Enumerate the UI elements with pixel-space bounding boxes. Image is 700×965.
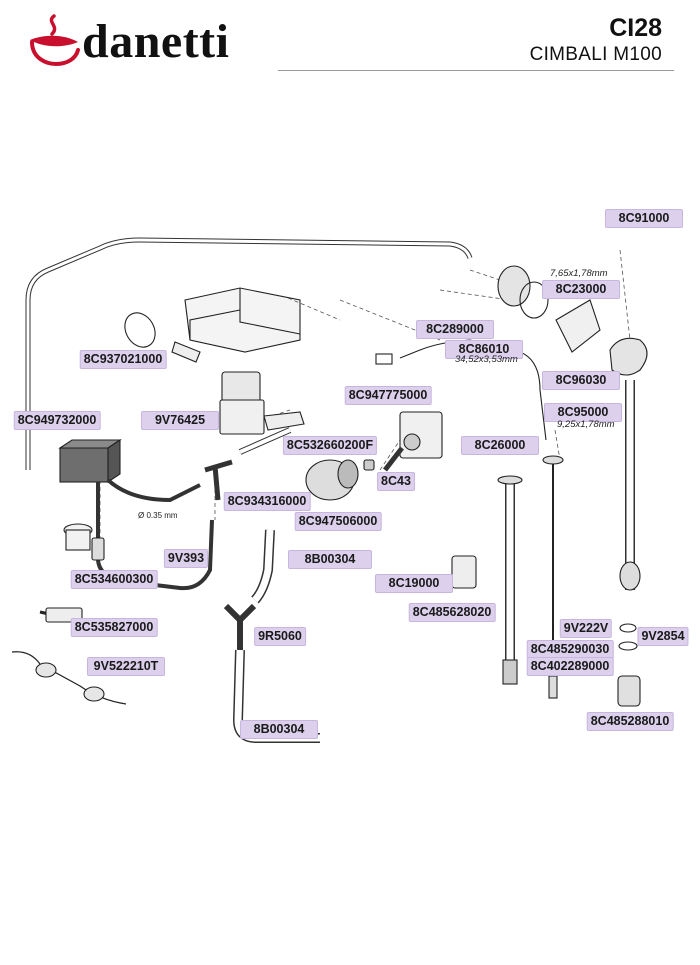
wand-joint	[609, 337, 648, 376]
oring-size-note: 34,52x3,53mm	[455, 354, 518, 365]
part-label: 8C947506000	[294, 512, 382, 531]
oring-size-note: 9,25x1,78mm	[557, 419, 615, 430]
nozzle-size-note: Ø 0.35 mm	[138, 511, 178, 520]
solenoid-coil	[221, 371, 261, 403]
part-label: 9V222V	[559, 619, 613, 638]
part-label: 8C485288010	[586, 712, 674, 731]
steam-tip	[617, 675, 641, 707]
header-divider	[278, 70, 674, 71]
part-label: 8C534600300	[70, 570, 158, 589]
part-label: 8C947775000	[344, 386, 432, 405]
boiler-flange	[497, 265, 531, 307]
inlet-fitting	[171, 341, 201, 363]
part-label: 8C532660200F	[282, 436, 378, 455]
flange-oring	[519, 281, 549, 319]
part-label: 8C23000	[542, 280, 620, 299]
part-label: 8C96030	[542, 371, 620, 390]
part-label: 8C949732000	[13, 411, 101, 430]
solenoid-body	[219, 399, 265, 435]
machine-model: CIMBALI M100	[529, 44, 662, 65]
part-label: 9R5060	[254, 627, 306, 646]
part-label: 8C43	[377, 472, 415, 491]
coffee-cup-logo-icon	[30, 14, 80, 67]
part-label: 8C485290030	[526, 640, 614, 659]
mounting-bracket	[184, 287, 301, 353]
y-connector	[223, 603, 257, 650]
part-label: 8B00304	[288, 550, 372, 569]
part-label: 8C535827000	[70, 618, 158, 637]
part-label: 8C934316000	[223, 492, 311, 511]
part-label: 9V76425	[141, 411, 219, 430]
part-label: 8C402289000	[526, 657, 614, 676]
brand-logo-block: danetti	[24, 12, 264, 72]
steam-tap-body	[399, 411, 443, 459]
part-label: 8C937021000	[79, 350, 167, 369]
page-code: CI28	[609, 14, 662, 42]
pump-box	[59, 447, 109, 483]
brand-name: danetti	[82, 15, 230, 68]
part-label: 8C26000	[461, 436, 539, 455]
wand-sleeve	[451, 555, 477, 589]
pump-sleeve	[91, 537, 105, 561]
part-label: 8C485628020	[408, 603, 496, 622]
part-label: 9V2854	[637, 627, 689, 646]
oring-size-note: 7,65x1,78mm	[550, 268, 608, 279]
part-label: 8C91000	[605, 209, 683, 228]
part-label: 8B00304	[240, 720, 318, 739]
seal-9v2854	[618, 641, 638, 651]
part-label: 9V522210T	[87, 657, 165, 676]
part-label: 8C289000	[416, 320, 494, 339]
wire-assembly	[11, 651, 127, 705]
part-label: 9V393	[163, 549, 209, 568]
part-label: 8C95000	[544, 403, 622, 422]
seal-9v222v	[619, 623, 637, 633]
part-label: 8C19000	[375, 574, 453, 593]
wand-mount-bracket	[555, 299, 601, 353]
part-label: 8C86010	[445, 340, 523, 359]
elbow-seal	[124, 312, 156, 348]
tee-fitting	[204, 459, 233, 501]
